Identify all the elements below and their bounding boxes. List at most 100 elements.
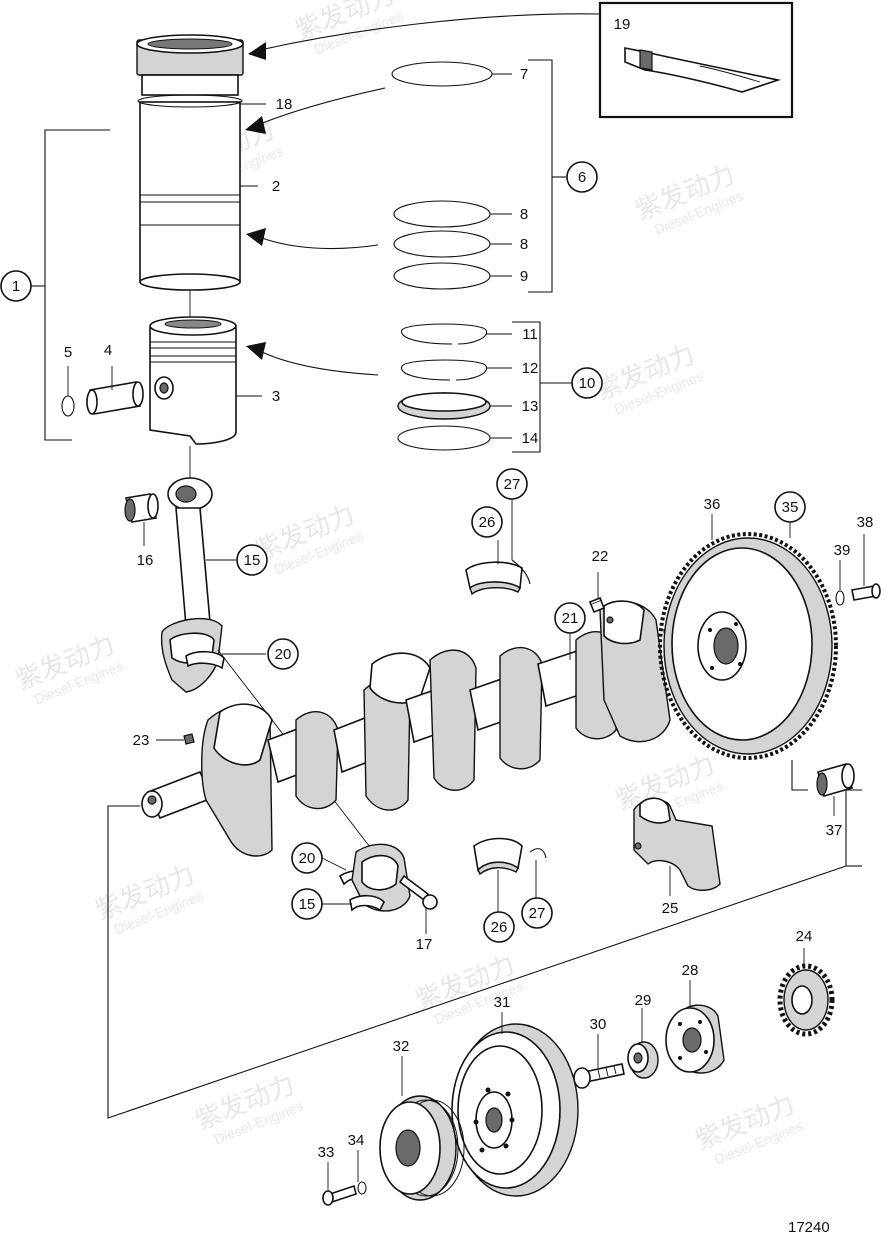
- callout-circle: [236, 544, 268, 576]
- callout-number: 4: [104, 342, 112, 359]
- callout-c19: 19: [614, 16, 631, 33]
- callout-circle: [471, 506, 503, 538]
- callout-number: 35: [782, 499, 799, 516]
- callout-number: 25: [662, 900, 679, 917]
- callout-c17: 17: [416, 936, 433, 953]
- callout-number: 34: [348, 1132, 365, 1149]
- callout-c25: 25: [662, 900, 679, 917]
- part-29-spacer: [627, 1041, 659, 1079]
- leader-lines: [67, 73, 865, 1190]
- callout-number: 20: [299, 850, 316, 867]
- callout-c39: 39: [834, 542, 851, 559]
- callout-number: 8: [520, 206, 528, 223]
- part-39-washer: [835, 590, 845, 606]
- callout-number: 15: [299, 896, 316, 913]
- part-31-vibration-damper: [451, 1023, 579, 1197]
- callout-number: 28: [682, 962, 699, 979]
- part-4-piston-pin: [86, 381, 144, 415]
- part-26-main-bearing-shell-upper: [465, 561, 523, 596]
- callout-number: 10: [579, 375, 596, 392]
- callout-number: 1: [12, 278, 20, 295]
- connecting-rod: [160, 477, 223, 693]
- part-5-circlip: [61, 395, 75, 417]
- callout-number: 17: [416, 936, 433, 953]
- callout-c26b: 26: [483, 911, 515, 943]
- callout-number: 8: [520, 236, 528, 253]
- callout-c29: 29: [635, 992, 652, 1009]
- callout-number: 30: [590, 1016, 607, 1033]
- watermark: 紫发动力 Diesel-Engines: [11, 629, 125, 708]
- bracket-group-10: [512, 321, 541, 453]
- part-7-ring: [391, 61, 493, 87]
- watermark: 紫发动力 Diesel-Engines: [631, 159, 745, 238]
- part-11-ring: [401, 323, 488, 345]
- callout-number: 31: [494, 994, 511, 1011]
- callout-number: 27: [504, 476, 521, 493]
- part-32-belt-pulley: [379, 1095, 465, 1201]
- callout-c1: 1: [0, 270, 32, 302]
- callout-c35: 35: [774, 491, 806, 523]
- callout-c4: 4: [104, 342, 112, 359]
- bracket-front-group: [107, 789, 862, 1119]
- part-2-cylinder-liner: [136, 34, 244, 291]
- callout-number: 6: [578, 169, 586, 186]
- callout-c5: 5: [64, 344, 72, 361]
- callout-number: 21: [562, 610, 579, 627]
- callout-c15b: 15: [291, 888, 323, 920]
- bracket-group-6: [528, 59, 553, 293]
- part-14-ring: [397, 425, 491, 451]
- part-8-ring-lower: [393, 230, 491, 258]
- callout-number: 29: [635, 992, 652, 1009]
- callout-circle: [566, 161, 598, 193]
- part-24-crankshaft-gear: [777, 963, 835, 1037]
- callout-c13: 13: [522, 398, 539, 415]
- part-26-main-bearing-shell-lower: [473, 837, 523, 876]
- callout-c6: 6: [566, 161, 598, 193]
- callout-c33: 33: [318, 1144, 335, 1161]
- callout-c7: 7: [520, 66, 528, 83]
- watermark: 紫发动力 Diesel-Engines: [251, 499, 365, 578]
- watermark: 紫发动力 Diesel-Engines: [191, 1069, 305, 1148]
- callout-circle: [496, 468, 528, 500]
- watermark: 紫发动力 Diesel-Engines: [591, 339, 705, 418]
- callout-number: 2: [272, 178, 280, 195]
- part-8-ring-upper: [393, 200, 491, 228]
- callout-number: 14: [522, 430, 539, 447]
- callout-number: 15: [244, 552, 261, 569]
- part-27-thrust-washer-upper: [511, 559, 531, 585]
- callout-c18: 18: [276, 96, 293, 113]
- callout-c16: 16: [137, 552, 154, 569]
- callout-c24: 24: [796, 928, 813, 945]
- callout-circle: [483, 911, 515, 943]
- callout-number: 24: [796, 928, 813, 945]
- part-25-main-bearing-cap: [633, 797, 721, 891]
- callout-circle: [291, 842, 323, 874]
- callout-number: 37: [826, 822, 843, 839]
- callout-c32: 32: [393, 1038, 410, 1055]
- callout-c20a: 20: [267, 638, 299, 670]
- callout-c8a: 8: [520, 206, 528, 223]
- callout-number: 26: [479, 514, 496, 531]
- part-20-rod-bearing-shell: [185, 650, 225, 670]
- callout-number: 7: [520, 66, 528, 83]
- callout-c3: 3: [272, 388, 280, 405]
- part-19-sealant-tube: [598, 1, 794, 119]
- callout-number: 33: [318, 1144, 335, 1161]
- callout-c26a: 26: [471, 506, 503, 538]
- callout-circle: [291, 888, 323, 920]
- callout-number: 3: [272, 388, 280, 405]
- callout-number: 27: [529, 905, 546, 922]
- part-22-dowel-pin: [588, 596, 606, 614]
- watermark: 紫发动力 Diesel-Engines: [691, 1089, 805, 1168]
- callout-c27a: 27: [496, 468, 528, 500]
- bracket-group-1: [44, 129, 110, 441]
- drawing-number: 17240: [788, 1219, 830, 1236]
- part-16-small-end-bushing: [124, 493, 159, 523]
- callout-number: 11: [522, 326, 538, 343]
- callout-c12: 12: [522, 360, 539, 377]
- callout-number: 5: [64, 344, 72, 361]
- callout-c27b: 27: [521, 897, 553, 929]
- callout-number: 26: [491, 919, 508, 936]
- rod-cap: [351, 843, 411, 912]
